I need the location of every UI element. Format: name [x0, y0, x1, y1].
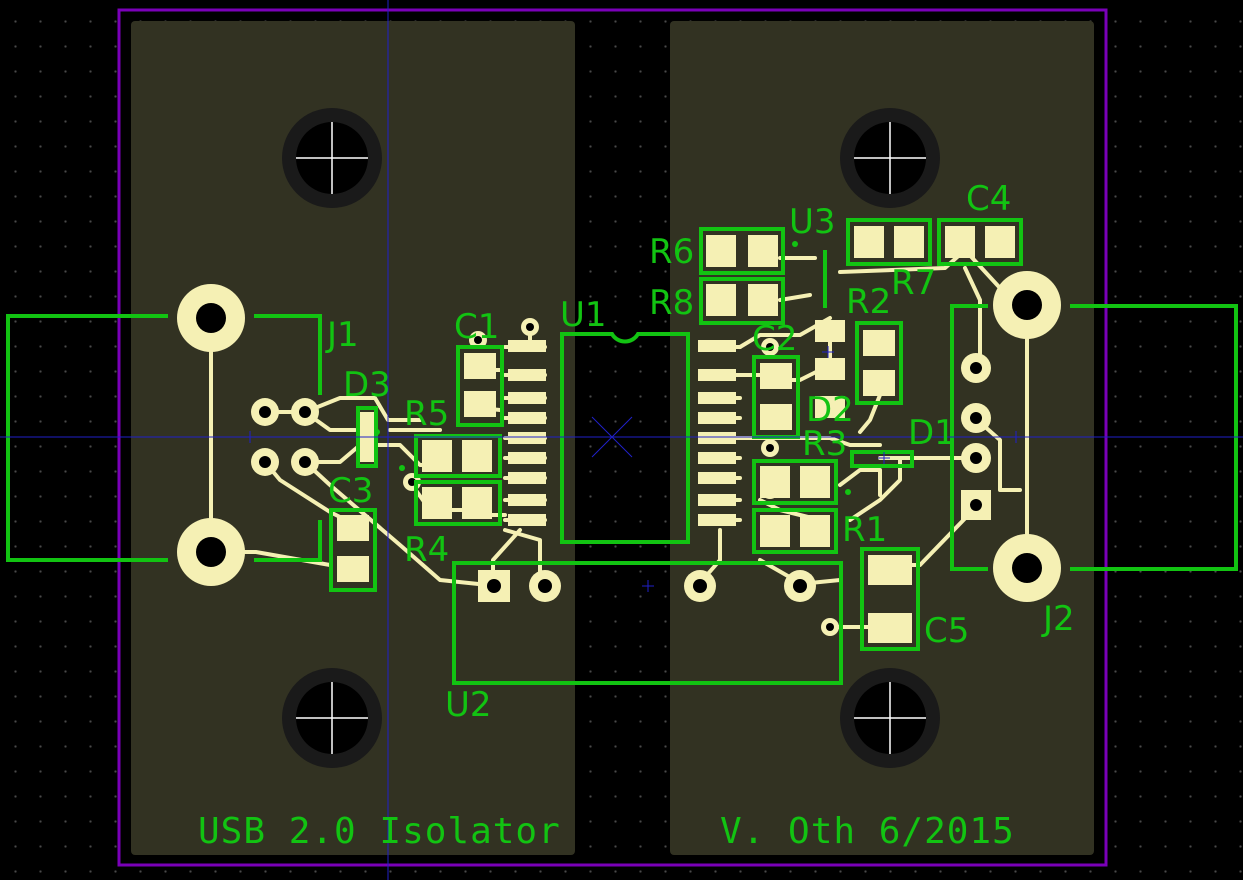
mounting-hole-top-left — [282, 108, 382, 208]
mounting-hole-bottom-left — [282, 668, 382, 768]
copper-plane-left — [131, 21, 575, 855]
pin1-markers — [374, 241, 851, 495]
mounting-hole-top-right — [840, 108, 940, 208]
mounting-holes — [282, 108, 940, 768]
pads — [177, 226, 1061, 643]
mounting-hole-bottom-right — [840, 668, 940, 768]
